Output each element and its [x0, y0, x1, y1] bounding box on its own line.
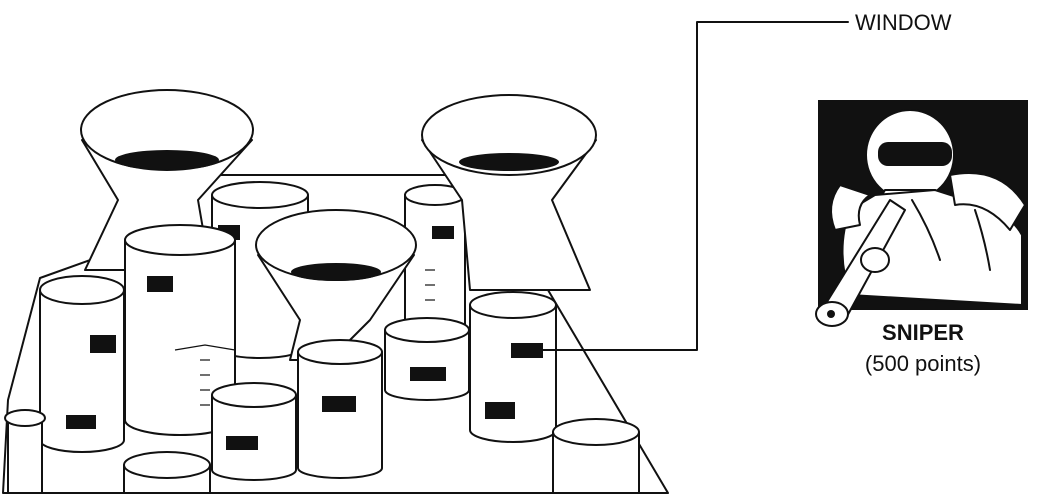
- sniper-icon: [816, 100, 1028, 326]
- canister-bottom-center: [124, 452, 210, 493]
- window-label: WINDOW: [855, 10, 952, 35]
- canister-front-left: [40, 276, 124, 452]
- canister-center-b: [212, 383, 296, 480]
- sniper-title: SNIPER: [882, 320, 964, 345]
- window-leader-line: [543, 22, 848, 350]
- sniper-points: (500 points): [865, 351, 981, 376]
- canister-far-left: [5, 410, 45, 493]
- canister-center-a: [298, 340, 382, 478]
- canister-window: [470, 292, 556, 442]
- canister-bottom-right: [553, 419, 639, 493]
- window-marker: [511, 343, 543, 358]
- canister-center-c: [385, 318, 469, 400]
